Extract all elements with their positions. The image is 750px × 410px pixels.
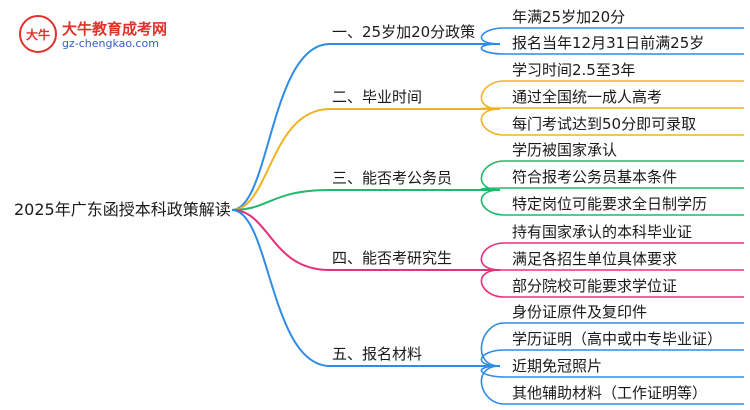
leaf-label: 其他辅助材料（工作证明等） [512,384,708,402]
leaf-label: 近期免冠照片 [512,357,603,375]
branch-label-2: 二、毕业时间 [332,88,423,106]
branch-label-4: 四、能否考研究生 [332,249,453,267]
leaf-connector-3-3 [480,189,505,216]
site-logo: 大牛 大牛教育成考网 gz-chengkao.com [18,14,198,54]
logo-title: 大牛教育成考网 [62,20,168,38]
leaf-label: 报名当年12月31日前满25岁 [512,34,705,52]
branch-label-3: 三、能否考公务员 [332,169,453,187]
root-topic: 2025年广东函授本科政策解读 [14,200,231,219]
branch-connector-2 [231,108,331,211]
leaf-connector-1-1 [480,27,505,45]
leaf-connector-5-2 [480,349,505,367]
logo-url: gz-chengkao.com [62,37,159,50]
branch-label-5: 五、报名材料 [332,345,423,363]
leaf-label: 身份证原件及复印件 [512,303,648,321]
leaf-connector-5-1 [480,322,505,367]
leaf-label: 学历被国家承认 [512,141,618,159]
leaf-label: 部分院校可能要求学位证 [512,277,678,295]
leaf-label: 满足各招生单位具体要求 [512,250,678,268]
logo-mark-icon: 大牛 [19,15,57,53]
leaf-connector-5-4 [480,365,505,405]
leaf-connector-3-1 [480,160,505,191]
leaf-connector-2-1 [480,80,505,110]
branch-connector-3 [231,189,331,211]
branch-label-1: 一、25岁加20分政策 [332,23,476,41]
leaf-label: 通过全国统一成人高考 [512,88,663,106]
logo-mark-text: 大牛 [26,27,50,42]
leaf-connector-4-1 [480,242,505,271]
branch-connector-4 [231,209,331,271]
leaf-label: 持有国家承认的本科毕业证 [512,223,693,241]
leaf-connector-4-3 [480,269,505,298]
leaf-label: 符合报考公务员基本条件 [512,168,678,186]
leaf-label: 学习时间2.5至3年 [512,61,636,79]
branch-connector-5 [231,209,331,367]
leaf-label: 年满25岁加20分 [512,8,626,26]
branch-connector-1 [231,43,331,211]
leaf-connector-1-2 [480,43,505,55]
leaf-label: 学历证明（高中或中专毕业证） [512,330,723,348]
leaf-label: 每门考试达到50分即可录取 [512,115,697,133]
leaf-label: 特定岗位可能要求全日制学历 [512,195,708,213]
leaf-connector-2-3 [480,108,505,136]
